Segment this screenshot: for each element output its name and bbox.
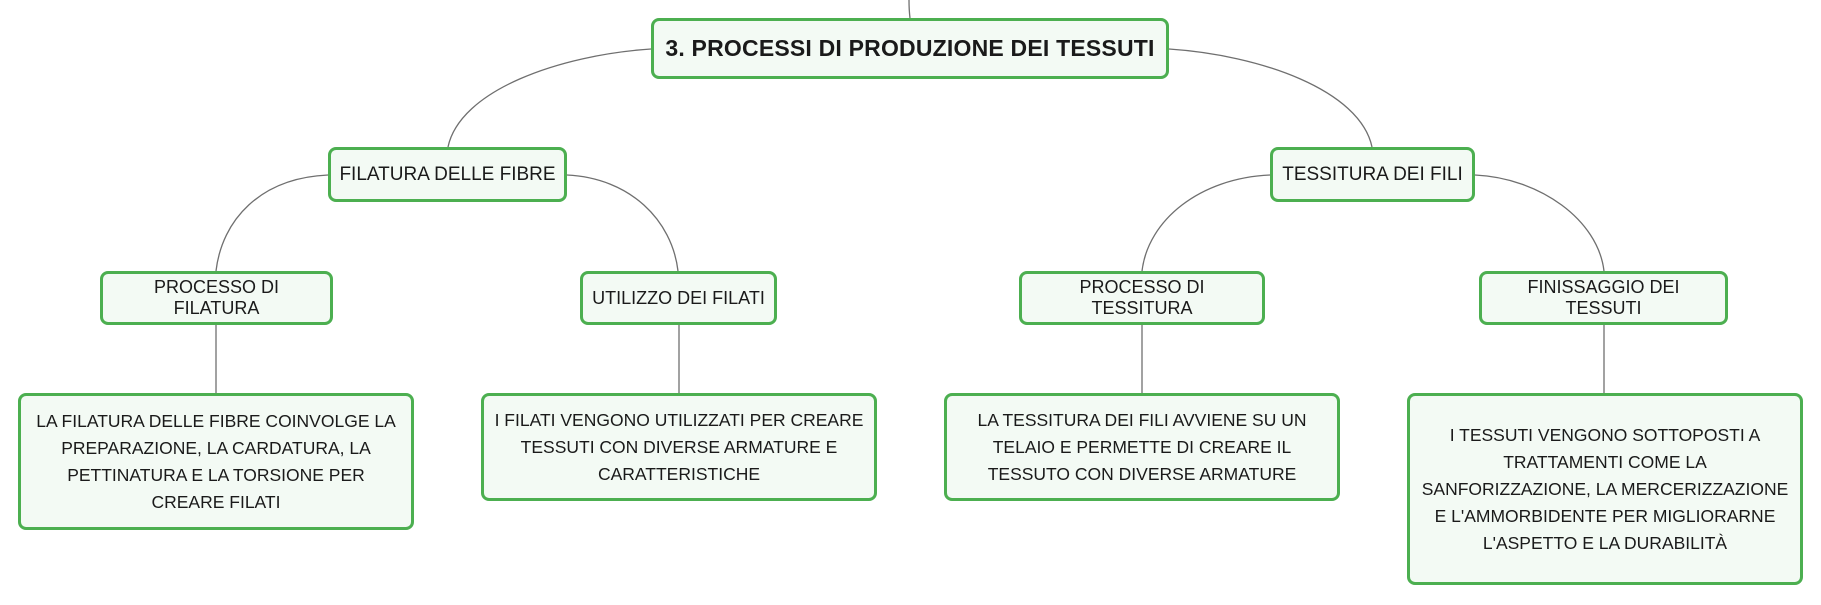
connector-parent-to-root [908,0,911,19]
topic-label: TESSITURA DEI FILI [1282,163,1463,185]
connector-filatura-to-proc-filatura [215,174,329,272]
subtopic-finissaggio-dei-tessuti[interactable]: FINISSAGGIO DEI TESSUTI [1479,271,1728,325]
description-processo-di-filatura[interactable]: LA FILATURA DELLE FIBRE COINVOLGE LA PRE… [18,393,414,530]
description-text: I FILATI VENGONO UTILIZZATI PER CREARE T… [494,409,864,484]
connector-filatura-to-utilizzo [566,174,679,272]
topic-filatura-delle-fibre[interactable]: FILATURA DELLE FIBRE [328,147,567,202]
connector-root-to-tessitura [1168,48,1373,148]
connector-tessitura-to-proc-tessitura [1141,174,1271,272]
subtopic-label: FINISSAGGIO DEI TESSUTI [1527,277,1680,318]
connector-root-to-filatura [447,48,652,148]
description-utilizzo-dei-filati[interactable]: I FILATI VENGONO UTILIZZATI PER CREARE T… [481,393,877,501]
description-text: LA TESSITURA DEI FILI AVVIENE SU UN TELA… [977,409,1307,484]
subtopic-label: PROCESSO DI FILATURA [153,277,280,318]
subtopic-label: PROCESSO DI TESSITURA [1079,277,1205,318]
topic-label: FILATURA DELLE FIBRE [339,163,556,185]
root-topic-node[interactable]: 3. PROCESSI DI PRODUZIONE DEI TESSUTI [651,18,1169,79]
connector-tessitura-to-finissaggio [1474,174,1605,272]
subtopic-processo-di-filatura[interactable]: PROCESSO DI FILATURA [100,271,333,325]
description-text: I TESSUTI VENGONO SOTTOPOSTI A TRATTAMEN… [1421,424,1789,553]
description-finissaggio-dei-tessuti[interactable]: I TESSUTI VENGONO SOTTOPOSTI A TRATTAMEN… [1407,393,1803,585]
description-processo-di-tessitura[interactable]: LA TESSITURA DEI FILI AVVIENE SU UN TELA… [944,393,1340,501]
subtopic-utilizzo-dei-filati[interactable]: UTILIZZO DEI FILATI [580,271,777,325]
subtopic-label: UTILIZZO DEI FILATI [592,287,765,308]
subtopic-processo-di-tessitura[interactable]: PROCESSO DI TESSITURA [1019,271,1265,325]
root-topic-label: 3. PROCESSI DI PRODUZIONE DEI TESSUTI [665,35,1155,61]
topic-tessitura-dei-fili[interactable]: TESSITURA DEI FILI [1270,147,1475,202]
description-text: LA FILATURA DELLE FIBRE COINVOLGE LA PRE… [36,410,396,512]
